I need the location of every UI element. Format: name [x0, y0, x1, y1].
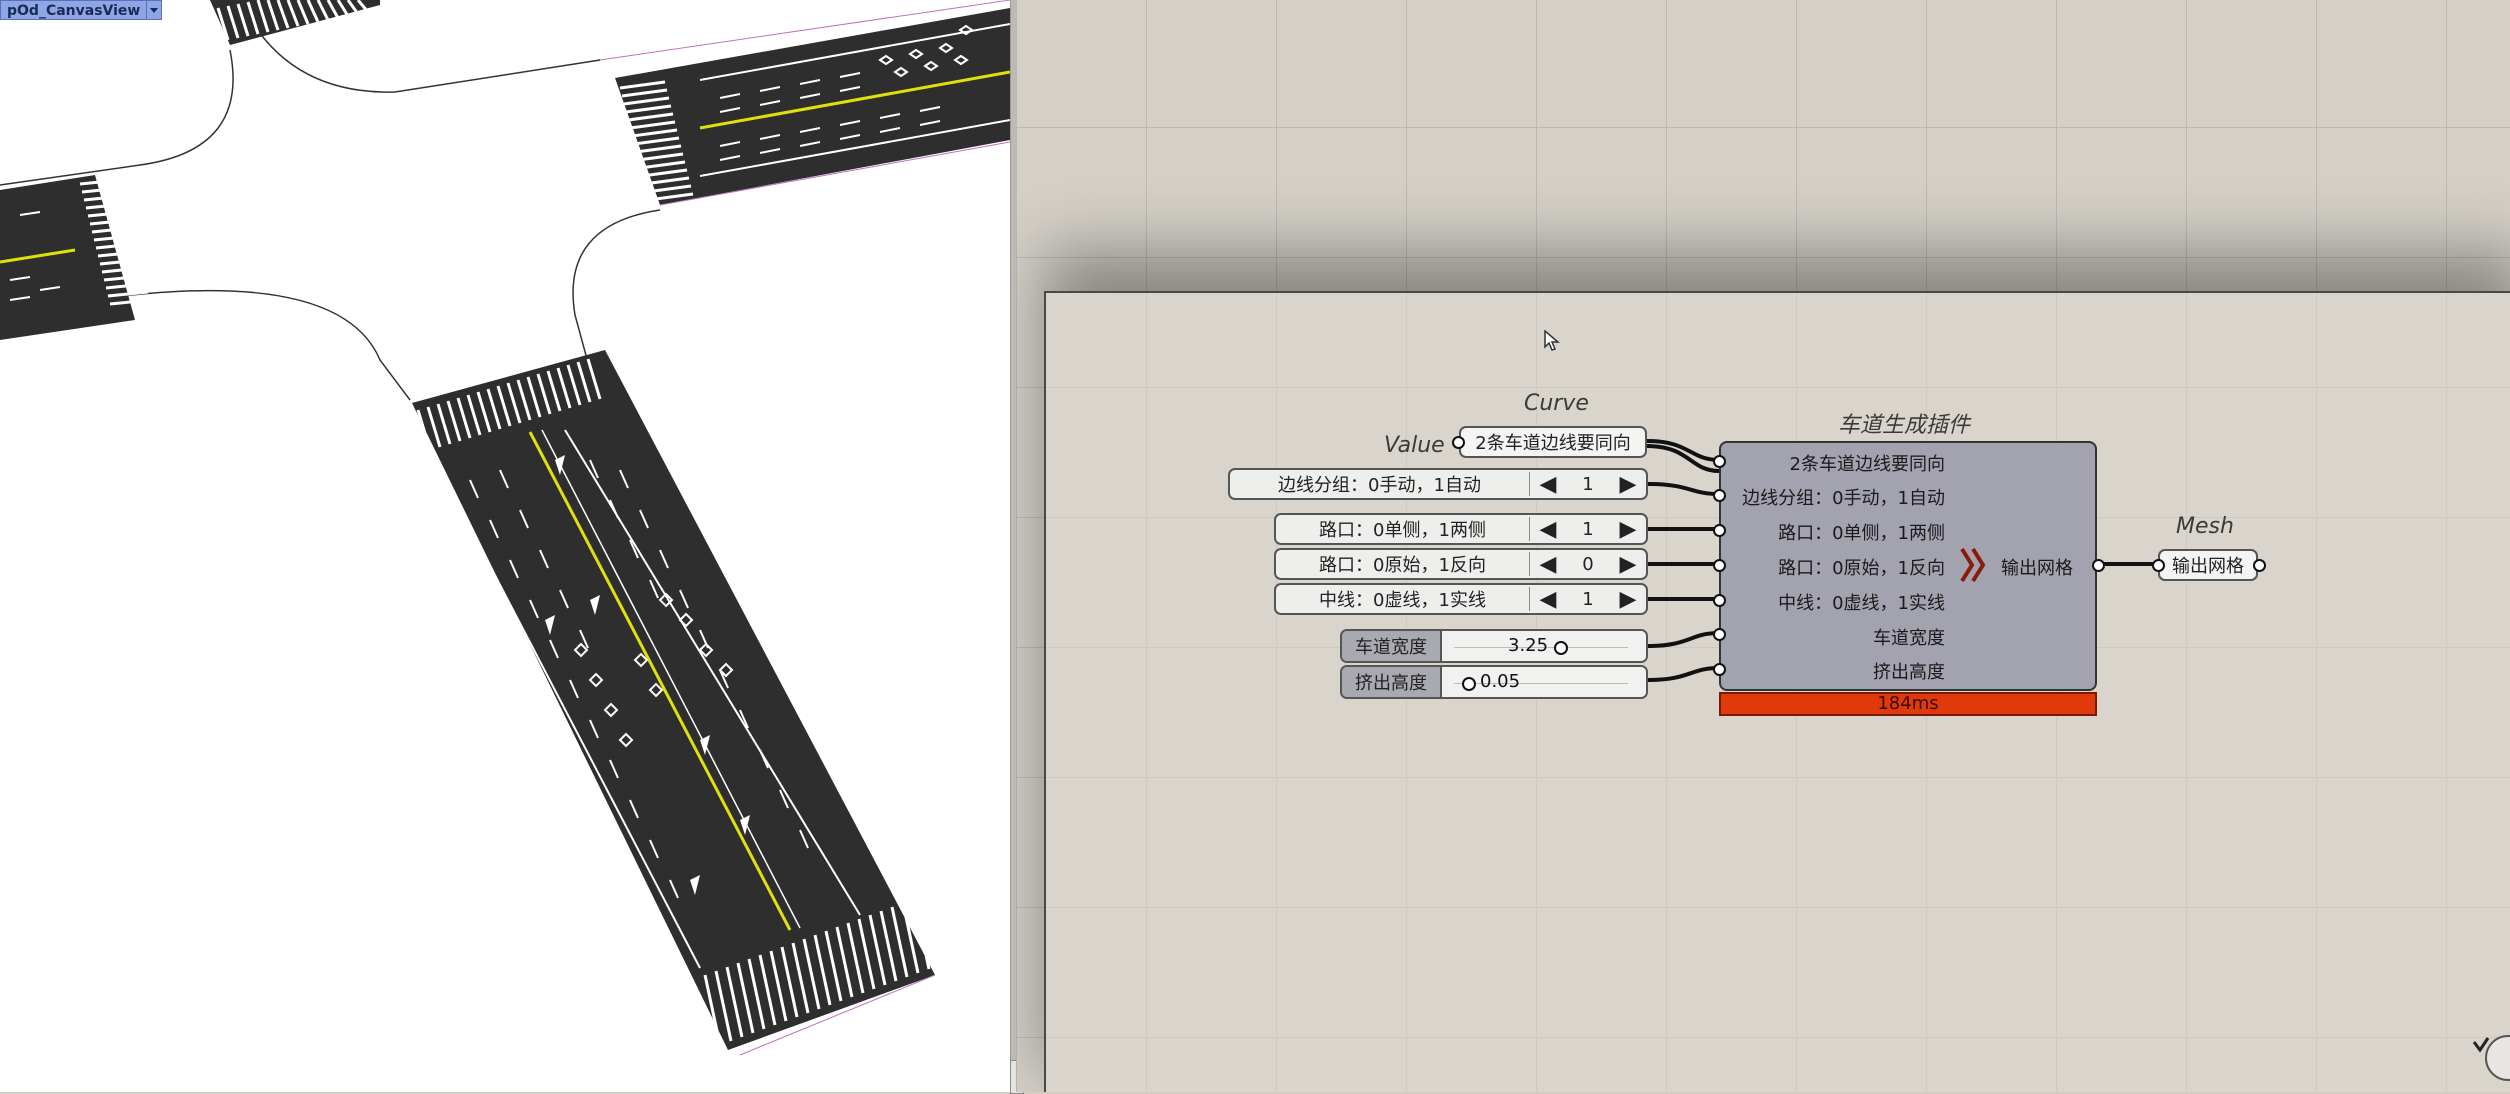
rhino-viewport[interactable]: pOd_CanvasView: [0, 0, 1010, 1092]
value-list-value: 0: [1582, 553, 1594, 575]
value-list-value: 1: [1582, 588, 1594, 610]
canvas-group: [1044, 291, 2510, 1092]
component-input-label: 车道宽度: [1873, 628, 1945, 649]
component-input-label: 中线：0虚线，1实线: [1778, 593, 1945, 614]
input-port[interactable]: [1713, 559, 1726, 572]
input-port[interactable]: [1713, 524, 1726, 537]
output-panel-input-port[interactable]: [2152, 559, 2165, 572]
crosswalk-top-left: [216, 0, 370, 41]
mouse-cursor-icon: [1544, 330, 1560, 351]
value-list-label: 边线分组：0手动，1自动: [1278, 475, 1481, 496]
slider-track[interactable]: 0.05: [1442, 667, 1646, 697]
pane-splitter[interactable]: [1010, 0, 1017, 1092]
viewport-tab[interactable]: pOd_CanvasView: [0, 0, 163, 20]
slider-knob[interactable]: [1462, 677, 1476, 691]
arrow-left-icon[interactable]: ◀: [1539, 471, 1557, 497]
input-port[interactable]: [1713, 455, 1726, 468]
chevron-down-icon[interactable]: [147, 0, 163, 20]
curve-panel-text: 2条车道边线要同向: [1475, 433, 1631, 454]
timing-bar: 184ms: [1719, 692, 2097, 716]
crosswalk-left: [79, 178, 151, 306]
value-caption: Value: [1384, 433, 1445, 458]
arrow-right-icon[interactable]: ▶: [1619, 551, 1637, 577]
crosswalk-upper: [416, 358, 602, 451]
input-port[interactable]: [1713, 489, 1726, 502]
road-render: [0, 0, 1010, 1092]
input-port[interactable]: [1713, 663, 1726, 676]
output-port[interactable]: [2092, 559, 2105, 572]
arrow-left-icon[interactable]: ◀: [1539, 551, 1557, 577]
arrow-right-icon[interactable]: ▶: [1619, 516, 1637, 542]
input-port[interactable]: [1713, 628, 1726, 641]
arrow-right-icon[interactable]: ▶: [1619, 471, 1637, 497]
value-list-edge-group[interactable]: 边线分组：0手动，1自动 ◀ 1 ▶: [1228, 468, 1648, 500]
slider-track[interactable]: 3.25: [1442, 631, 1646, 661]
slider-knob[interactable]: [1554, 641, 1568, 655]
slider-value: 3.25: [1508, 635, 1549, 656]
value-list-junction-side[interactable]: 路口：0单侧，1两侧 ◀ 1 ▶: [1274, 513, 1648, 545]
lane-generator-component[interactable]: 2条车道边线要同向 边线分组：0手动，1自动 路口：0单侧，1两侧 路口：0原始…: [1719, 441, 2097, 691]
curve-panel-input-port[interactable]: [1452, 436, 1465, 449]
arrow-left-icon[interactable]: ◀: [1539, 516, 1557, 542]
value-list-value: 1: [1582, 473, 1594, 495]
slider-extrude-height[interactable]: 挤出高度 0.05: [1340, 665, 1648, 699]
component-input-label: 路口：0原始，1反向: [1778, 558, 1945, 579]
value-list-junction-direction[interactable]: 路口：0原始，1反向 ◀ 0 ▶: [1274, 548, 1648, 580]
curve-caption: Curve: [1524, 391, 1589, 416]
output-panel-output-port[interactable]: [2253, 559, 2266, 572]
value-list-center-line[interactable]: 中线：0虚线，1实线 ◀ 1 ▶: [1274, 583, 1648, 615]
slider-lane-width[interactable]: 车道宽度 3.25: [1340, 629, 1648, 663]
component-output-label: 输出网格: [2001, 558, 2073, 579]
output-panel-text: 输出网格: [2172, 556, 2244, 577]
component-input-label: 路口：0单侧，1两侧: [1778, 523, 1945, 544]
canvas-navigation-widget[interactable]: [2470, 1030, 2510, 1090]
component-input-label: 边线分组：0手动，1自动: [1742, 488, 1945, 509]
viewport-tab-label[interactable]: pOd_CanvasView: [0, 0, 148, 20]
timing-text: 184ms: [1877, 693, 1939, 714]
input-port[interactable]: [1713, 594, 1726, 607]
value-list-label: 路口：0原始，1反向: [1319, 555, 1486, 576]
crosswalk-lower: [703, 898, 931, 1046]
double-chevron-icon: [1960, 547, 1986, 583]
component-input-label: 2条车道边线要同向: [1789, 454, 1945, 475]
component-input-label: 挤出高度: [1873, 662, 1945, 683]
mesh-caption: Mesh: [2176, 514, 2234, 539]
arrow-right-icon[interactable]: ▶: [1619, 586, 1637, 612]
value-list-label: 路口：0单侧，1两侧: [1319, 520, 1486, 541]
slider-label: 挤出高度: [1342, 667, 1442, 697]
output-panel[interactable]: 输出网格: [2158, 549, 2258, 581]
value-list-value: 1: [1582, 518, 1594, 540]
crosswalk-top-right: [619, 80, 694, 202]
slider-label: 车道宽度: [1342, 631, 1442, 661]
value-list-label: 中线：0虚线，1实线: [1319, 590, 1486, 611]
curve-panel[interactable]: 2条车道边线要同向: [1459, 426, 1647, 458]
arrow-left-icon[interactable]: ◀: [1539, 586, 1557, 612]
component-title: 车道生成插件: [1838, 413, 1971, 438]
slider-value: 0.05: [1480, 671, 1521, 692]
